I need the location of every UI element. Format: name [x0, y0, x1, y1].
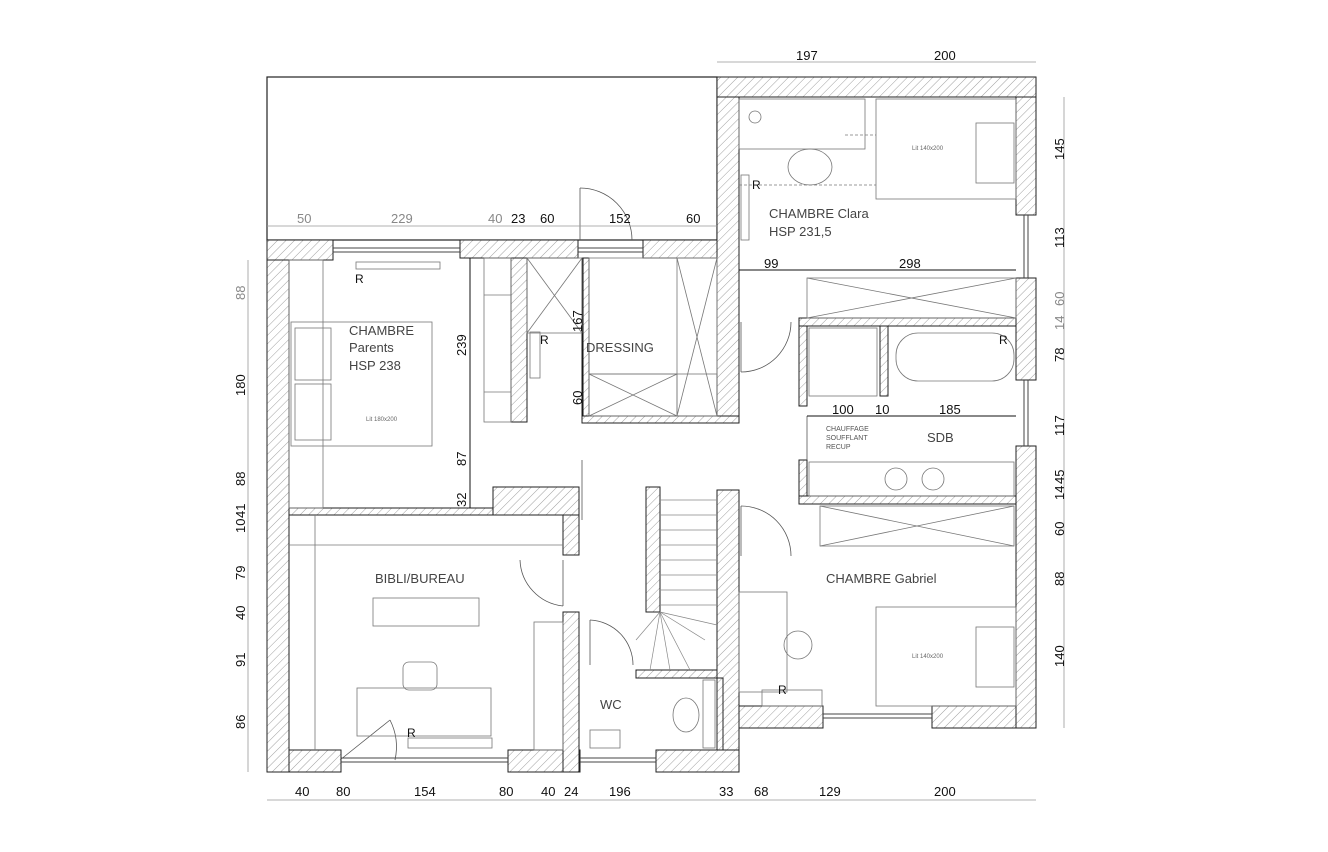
- room-parents-line3: HSP 238: [349, 358, 401, 373]
- dim-value: 239: [454, 334, 469, 356]
- room-labels: CHAMBRE Parents HSP 238 CHAMBRE Clara HS…: [349, 206, 954, 712]
- radiator-mark-bibli: R: [407, 726, 416, 740]
- room-bibli: BIBLI/BUREAU: [375, 571, 465, 586]
- radiator-mark-gabriel: R: [778, 683, 787, 697]
- dim-value: 196: [609, 784, 631, 799]
- windows: [333, 215, 1029, 763]
- dim-value: 40: [541, 784, 555, 799]
- dim-value: 87: [454, 452, 469, 466]
- dim-value: 80: [499, 784, 513, 799]
- dim-value: 200: [934, 48, 956, 63]
- dim-value: 78: [1052, 348, 1067, 362]
- dim-value: 40: [233, 606, 248, 620]
- dim-value: 117: [1052, 415, 1067, 436]
- radiator-mark-dressing: R: [540, 333, 549, 347]
- dim-value: 60: [686, 211, 700, 226]
- dimensions-upper-row: 50 229 40 23 60 152 60: [297, 211, 700, 226]
- dim-value: 40: [488, 211, 502, 226]
- room-clara-line2: HSP 231,5: [769, 224, 832, 239]
- dim-value: 14: [1052, 316, 1067, 330]
- radiator-mark-clara: R: [752, 178, 761, 192]
- room-parents-line1: CHAMBRE: [349, 323, 414, 338]
- dim-value: 140: [1052, 645, 1067, 667]
- room-parents-line2: Parents: [349, 340, 394, 355]
- dim-value: 145: [1052, 138, 1067, 160]
- radiator-mark-parents: R: [355, 272, 364, 286]
- dim-value: 298: [899, 256, 921, 271]
- dim-value: 185: [939, 402, 961, 417]
- heater-label-1: CHAUFFAGE: [826, 426, 869, 433]
- dimensions-top-right: 197 200: [796, 48, 956, 63]
- radiator-mark-sdb: R: [999, 333, 1008, 347]
- dim-value: 50: [297, 211, 311, 226]
- dim-value: 197: [796, 48, 818, 63]
- dim-value: 14: [1052, 486, 1067, 500]
- dim-value: 23: [511, 211, 525, 226]
- room-gabriel: CHAMBRE Gabriel: [826, 571, 937, 586]
- dimension-lines: [247, 61, 1065, 801]
- dim-value: 24: [564, 784, 578, 799]
- dimensions-right-side: 145 113 60 14 78 117 45 14 60 88 140: [1052, 138, 1067, 667]
- dim-value: 60: [570, 391, 585, 405]
- room-wc: WC: [600, 697, 622, 712]
- dim-value: 32: [454, 493, 469, 507]
- dim-value: 40: [295, 784, 309, 799]
- walls: [266, 76, 1037, 773]
- room-clara-line1: CHAMBRE Clara: [769, 206, 869, 221]
- dimensions-bottom-row: 40 80 154 80 40 24 196 33 68 129 200: [295, 784, 956, 799]
- dimensions-interior: 99 298 239 87 32 167 60 100 10 185: [454, 256, 961, 507]
- dim-value: 113: [1052, 227, 1067, 248]
- dim-value: 60: [1052, 522, 1067, 536]
- room-dressing: DRESSING: [586, 340, 654, 355]
- heater-label-2: SOUFFLANT: [826, 435, 868, 442]
- dim-value: 129: [819, 784, 841, 799]
- dim-value: 33: [719, 784, 733, 799]
- dim-value: 41: [233, 504, 248, 518]
- staircase: [635, 499, 718, 671]
- dim-value: 88: [233, 472, 248, 486]
- dim-value: 79: [233, 566, 248, 580]
- dim-value: 180: [233, 374, 248, 396]
- bed-label-clara: Lit 140x200: [912, 146, 944, 152]
- dim-value: 10: [875, 402, 889, 417]
- dim-value: 88: [1052, 572, 1067, 586]
- dim-value: 152: [609, 211, 631, 226]
- dim-value: 86: [233, 715, 248, 729]
- dimensions-left-side: 88 180 88 41 10 79 40 91 86: [233, 286, 248, 729]
- dim-value: 60: [540, 211, 554, 226]
- dim-value: 91: [233, 653, 248, 667]
- doors: [339, 187, 808, 761]
- dim-value: 68: [754, 784, 768, 799]
- furniture: [288, 98, 1017, 751]
- dim-value: 200: [934, 784, 956, 799]
- small-labels: Lit 180x200 Lit 140x200 Lit 140x200 CHAU…: [355, 146, 1008, 740]
- dim-value: 167: [570, 310, 585, 332]
- heater-label-3: RECUP: [826, 444, 851, 451]
- bed-label-gabriel: Lit 140x200: [912, 654, 944, 660]
- dim-value: 80: [336, 784, 350, 799]
- dim-value: 229: [391, 211, 413, 226]
- dim-value: 88: [233, 286, 248, 300]
- dim-value: 10: [233, 519, 248, 533]
- bed-label-parents: Lit 180x200: [366, 417, 398, 423]
- dim-value: 154: [414, 784, 436, 799]
- dim-value: 45: [1052, 470, 1067, 484]
- dim-value: 99: [764, 256, 778, 271]
- dim-value: 100: [832, 402, 854, 417]
- room-sdb: SDB: [927, 430, 954, 445]
- interior-dimension-lines: [469, 258, 1016, 508]
- dim-value: 60: [1052, 292, 1067, 306]
